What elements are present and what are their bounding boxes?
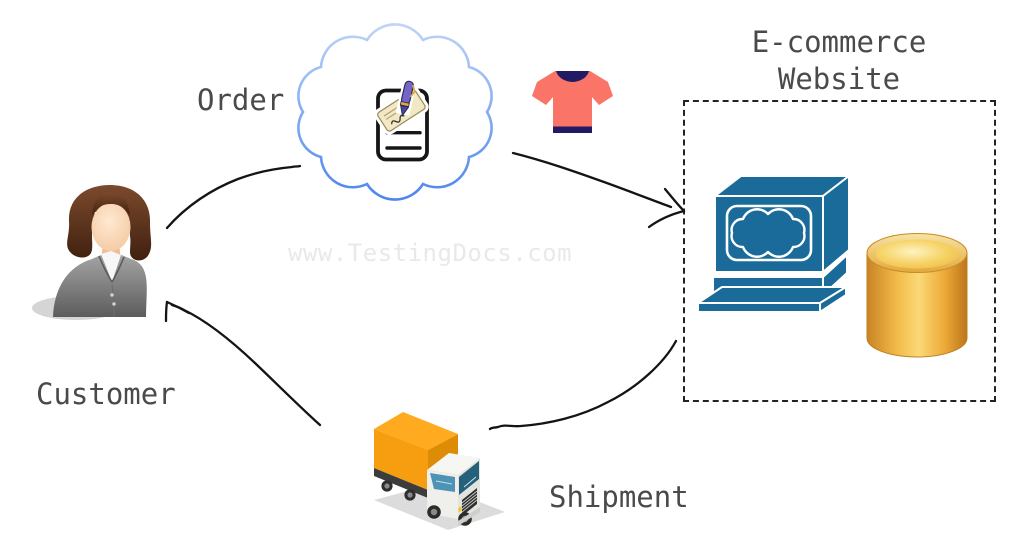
- keyboard-front: [697, 302, 821, 313]
- label-ecommerce-line1: E-commerce: [751, 25, 927, 59]
- label-order: Order: [197, 83, 285, 117]
- arrow-shipment-to-customer: [164, 300, 322, 427]
- truck-rear-wheels: [381, 480, 416, 501]
- monitor-front: [714, 195, 824, 273]
- avatar-seam: [111, 283, 115, 318]
- avatar-suit: [53, 253, 147, 317]
- side-window-glare: [435, 480, 453, 485]
- arrow-order-to-website: [511, 151, 686, 229]
- database-top: [875, 239, 959, 269]
- truck-chassis: [374, 468, 428, 498]
- avatar-hair: [67, 185, 152, 261]
- database-icon: [866, 233, 968, 358]
- order-note-in-cloud-icon: [297, 23, 493, 201]
- cab-roof: [427, 453, 480, 475]
- arrow-customer-to-order: [165, 164, 302, 230]
- windshield-glare: [463, 476, 478, 491]
- label-ecommerce-website: E-commerce Website: [683, 24, 995, 98]
- headlight: [458, 506, 462, 513]
- avatar-lapels: [98, 255, 125, 283]
- watermark-text: www.TestingDocs.com: [288, 239, 573, 267]
- pen-icon: [395, 77, 418, 117]
- avatar-button: [112, 302, 116, 306]
- label-customer: Customer: [36, 377, 176, 411]
- cargo-top: [374, 412, 458, 450]
- tshirt-hem: [553, 126, 592, 133]
- keyboard-side: [819, 286, 847, 313]
- tshirt-icon: [532, 71, 613, 133]
- avatar-button: [110, 293, 114, 297]
- bumper: [458, 507, 480, 526]
- grille-lines: [461, 490, 478, 513]
- database-body: [866, 252, 968, 358]
- delivery-truck-icon: [374, 412, 505, 530]
- label-shipment: Shipment: [549, 480, 689, 514]
- arrow-website-to-shipment: [488, 339, 678, 431]
- monitor-bezel: [725, 204, 813, 262]
- tshirt-body: [532, 71, 613, 133]
- truck-cab: [427, 453, 480, 526]
- avatar-shirt: [101, 251, 121, 282]
- computer-icon: [697, 175, 850, 313]
- label-ecommerce-line2: Website: [777, 62, 901, 96]
- avatar-face: [91, 203, 131, 251]
- woman-avatar-icon: [32, 185, 152, 320]
- cargo-side-left: [374, 429, 428, 490]
- avatar-fringe: [92, 192, 130, 216]
- ecommerce-website-boundary: [683, 100, 996, 402]
- tshirt-collar: [556, 71, 589, 83]
- screen-cloud: [730, 208, 806, 258]
- order-note-icon: [374, 77, 429, 162]
